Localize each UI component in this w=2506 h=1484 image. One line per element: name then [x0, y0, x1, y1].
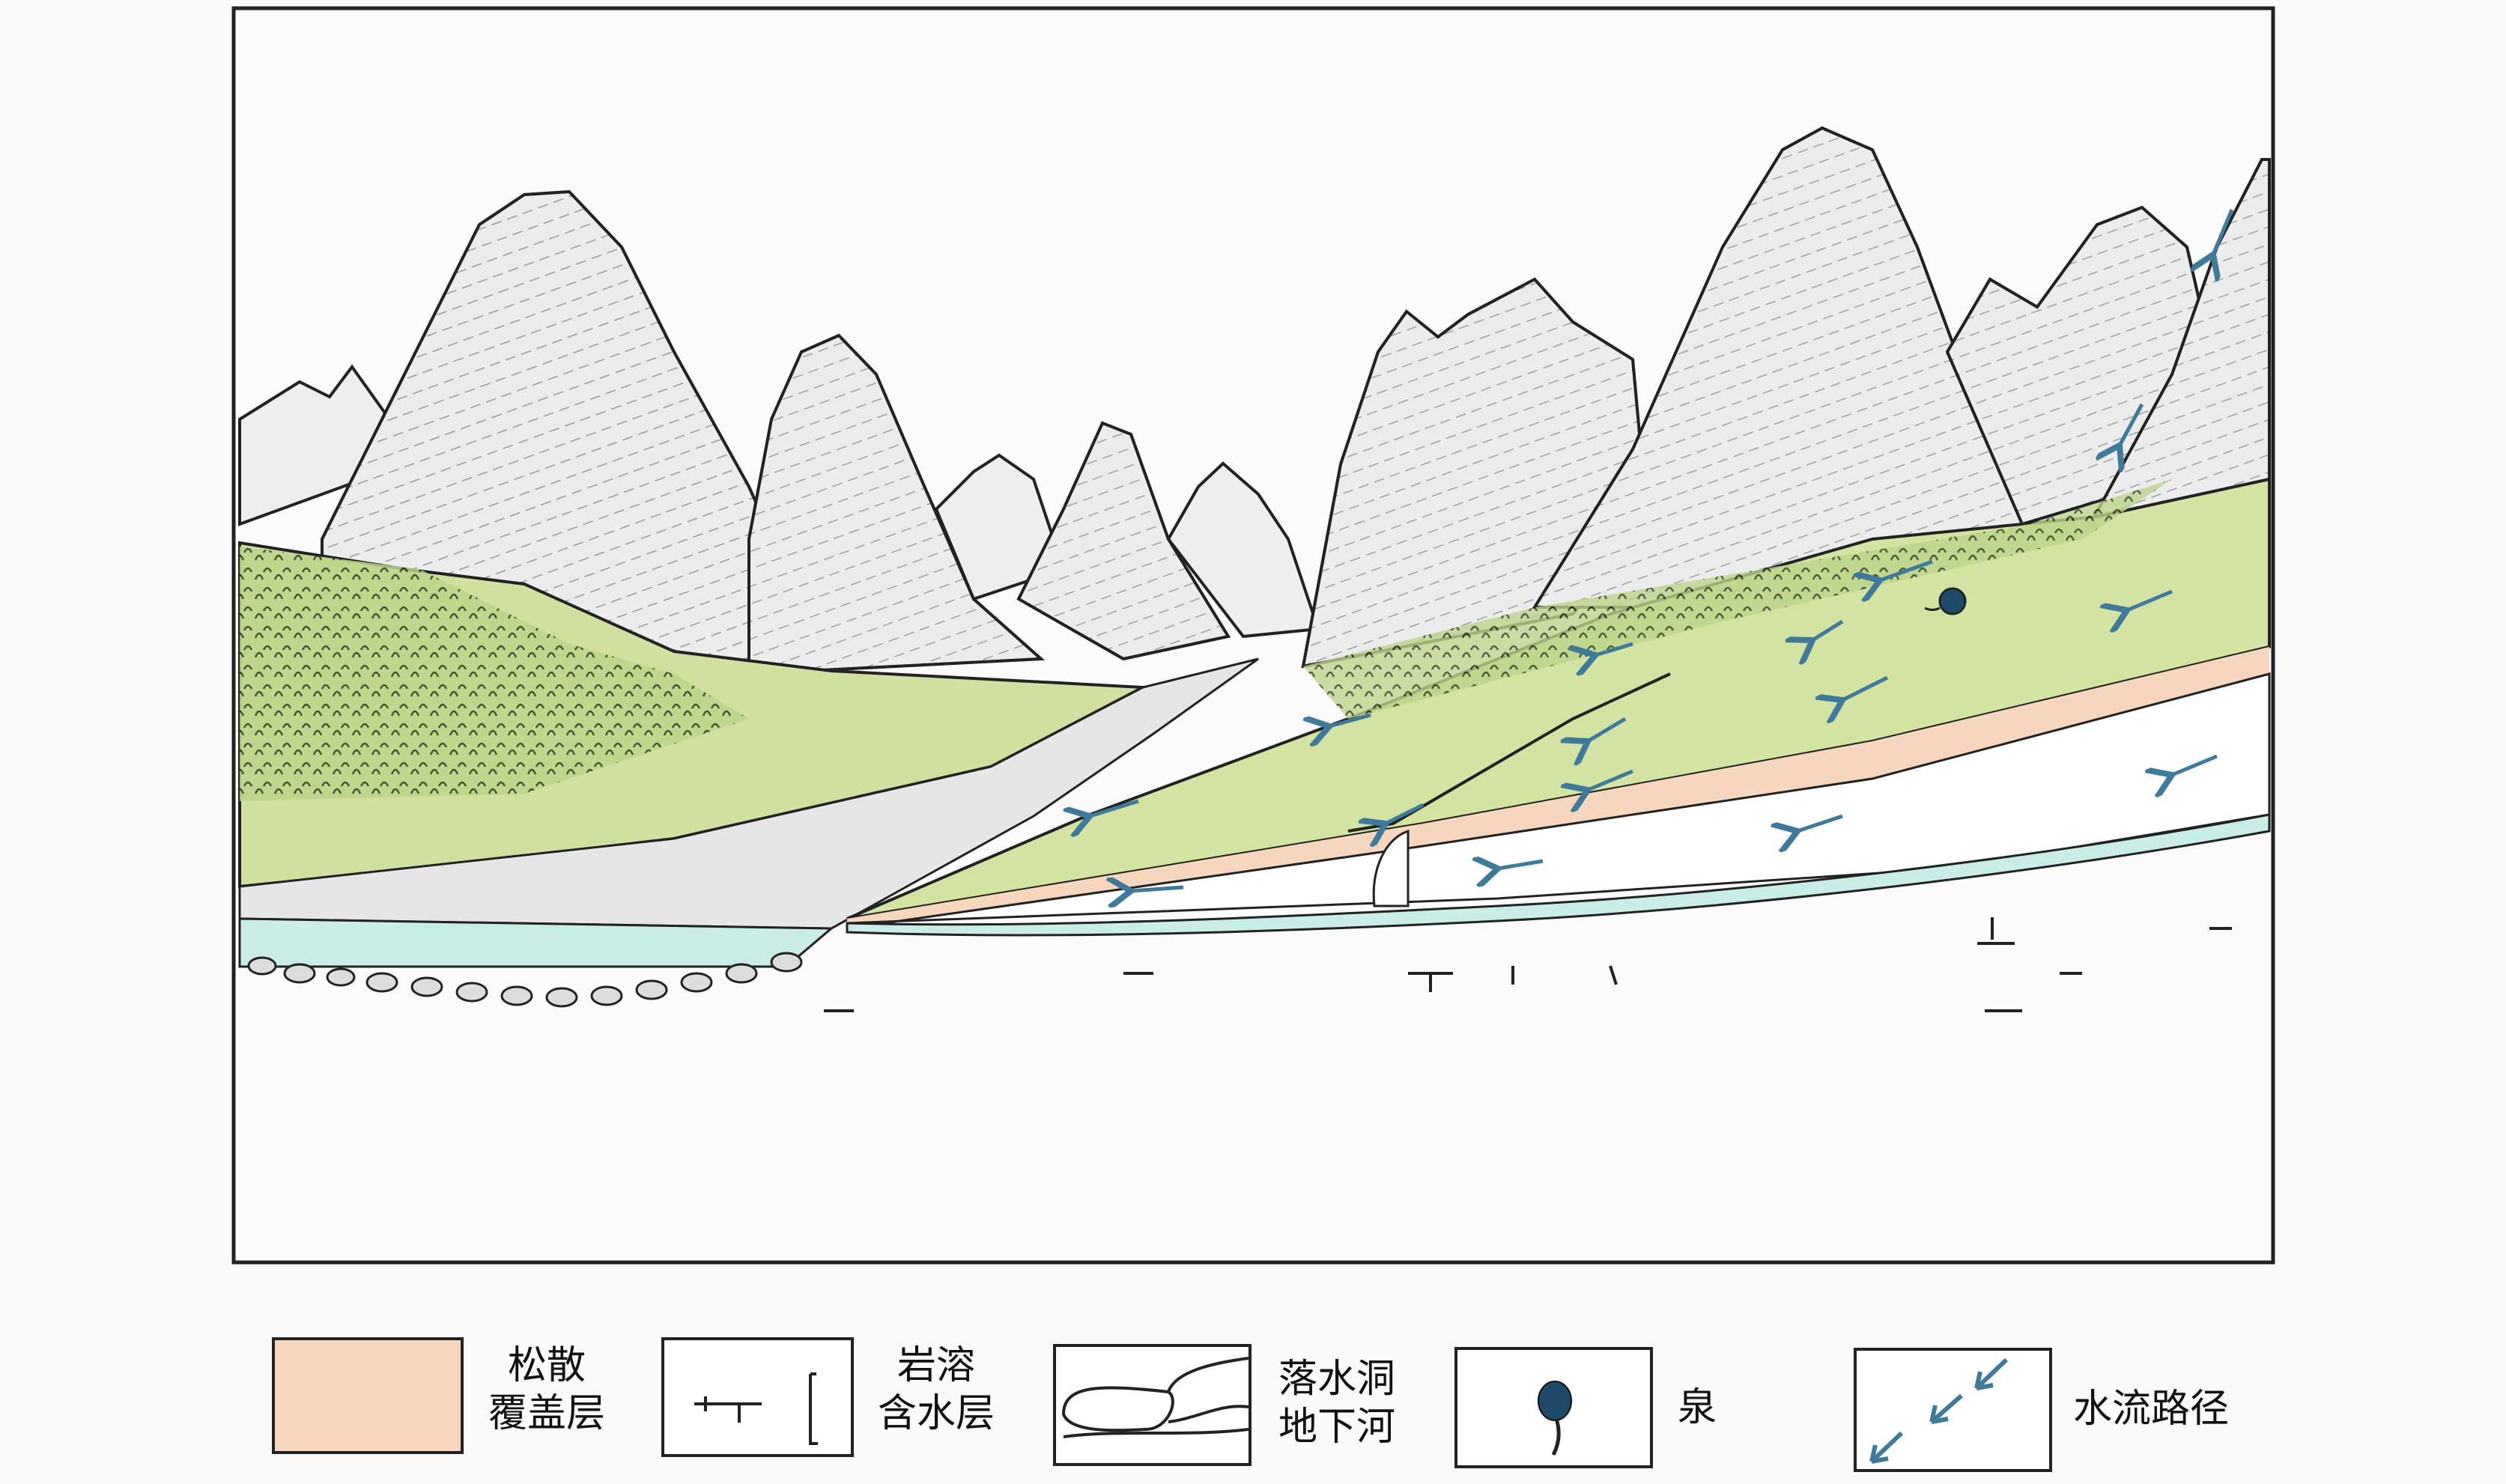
legend-swatch-flow-path — [1854, 1348, 2052, 1472]
legend-label-line: 泉 — [1678, 1385, 1717, 1430]
flow-arrows-icon — [1869, 1357, 2009, 1464]
aquifer-marks-icon — [694, 1372, 818, 1445]
legend-swatch-spring — [1454, 1347, 1653, 1468]
legend-label-loose-cover: 松散 覆盖层 — [479, 1342, 614, 1438]
legend-label-line: 岩溶 — [896, 1343, 975, 1388]
surface-river — [238, 657, 1259, 1008]
legend-label-sinkhole-river: 落水洞 地下河 — [1266, 1355, 1408, 1451]
legend-label-spring: 泉 — [1678, 1384, 1717, 1432]
legend-label-line: 含水层 — [877, 1391, 995, 1436]
legend-swatch-sinkhole-river — [1053, 1344, 1252, 1466]
legend-label-line: 落水洞 — [1278, 1357, 1395, 1402]
sinkhole-river-icon — [1061, 1357, 1249, 1438]
legend-label-line: 地下河 — [1278, 1405, 1395, 1450]
legend-swatch-loose-cover — [272, 1337, 464, 1454]
right-slope — [846, 477, 2271, 937]
legend-swatch-karst-aquifer — [661, 1337, 854, 1457]
aquifer-marks — [824, 917, 2232, 1012]
flow-arrows — [1090, 209, 2234, 891]
legend-label-line: 水流路径 — [2073, 1387, 2230, 1432]
legend-label-karst-aquifer: 岩溶 含水层 — [869, 1342, 1004, 1438]
spring-icon — [1538, 1381, 1572, 1456]
legend-label-line: 松散 — [507, 1343, 586, 1388]
mountains — [238, 126, 2271, 676]
spring-symbol — [1924, 587, 1967, 615]
legend-label-line: 覆盖层 — [488, 1391, 605, 1436]
legend-label-flow-path: 水流路径 — [2073, 1385, 2229, 1433]
